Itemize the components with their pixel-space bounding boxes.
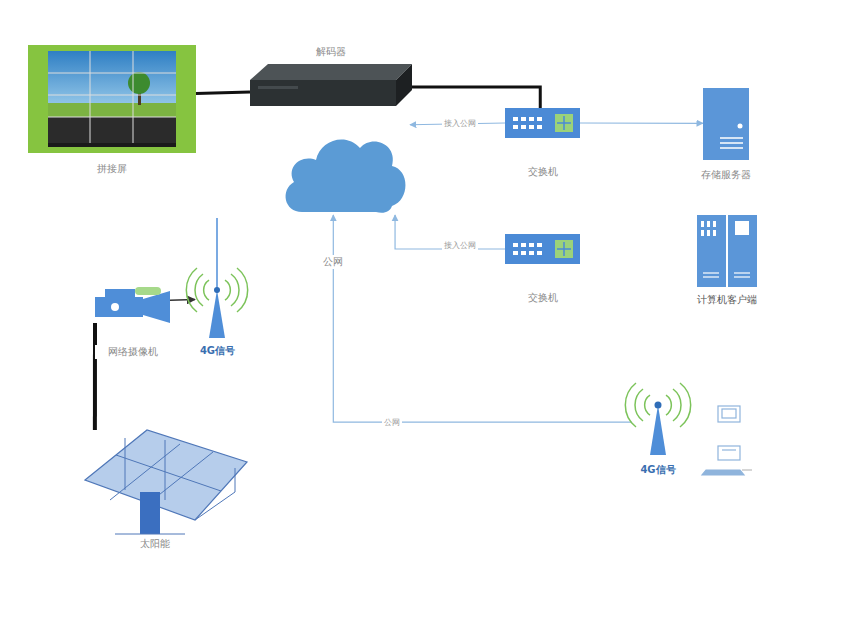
connector-line (333, 215, 632, 422)
switch-icon (505, 234, 580, 264)
node-label: 计算机客户端 (677, 293, 777, 307)
connector-line (412, 87, 540, 108)
solar-panel-icon (85, 430, 250, 535)
server-icon (703, 88, 749, 160)
cloud-shape (280, 120, 410, 215)
decoder-icon (250, 62, 412, 112)
node-label: 公网 (318, 255, 348, 269)
computer-client-icon (697, 215, 757, 287)
connector-label: 接入公网 (442, 240, 478, 251)
node-label: 解码器 (250, 45, 412, 59)
switch-icon (505, 108, 580, 138)
node-label: 交换机 (505, 165, 580, 179)
connector-label: 公网 (382, 417, 402, 428)
network-node: 太阳能 (85, 430, 250, 535)
network-node: 解码器 (250, 62, 412, 112)
network-node: 4G信号 (195, 218, 240, 338)
node-label: 网络摄像机 (95, 345, 170, 359)
mobile-devices (702, 406, 752, 475)
connector-line (196, 92, 250, 94)
network-node: 计算机客户端 (697, 215, 757, 287)
connector-line (93, 323, 97, 430)
camera-icon (95, 285, 170, 323)
laptop-icon (702, 470, 744, 475)
tablet-screen (722, 409, 736, 418)
antenna-tower-icon (195, 218, 240, 338)
network-node: 交换机 (505, 108, 580, 138)
tablet-icon (718, 406, 740, 422)
node-label: 4G信号 (626, 463, 690, 477)
network-node: 网络摄像机 (95, 285, 170, 323)
node-label: 存储服务器 (683, 168, 769, 182)
node-label: 4G信号 (185, 344, 250, 358)
phone-icon (718, 446, 740, 460)
connector-line (580, 122, 703, 123)
network-node: 存储服务器 (703, 88, 749, 160)
node-label: 太阳能 (115, 537, 195, 551)
node-label: 拼接屏 (28, 162, 196, 176)
antenna-tower-icon (632, 385, 684, 455)
network-node: 公网 (280, 120, 410, 215)
phone-line (722, 449, 736, 450)
connector-line (170, 299, 195, 301)
connector-label: 接入公网 (442, 118, 478, 129)
node-label: 交换机 (505, 291, 580, 305)
laptop-line (742, 469, 752, 470)
video-wall-icon (28, 45, 196, 153)
network-node: 交换机 (505, 234, 580, 264)
network-node: 4G信号 (632, 385, 684, 455)
network-node: 拼接屏 (28, 45, 196, 153)
